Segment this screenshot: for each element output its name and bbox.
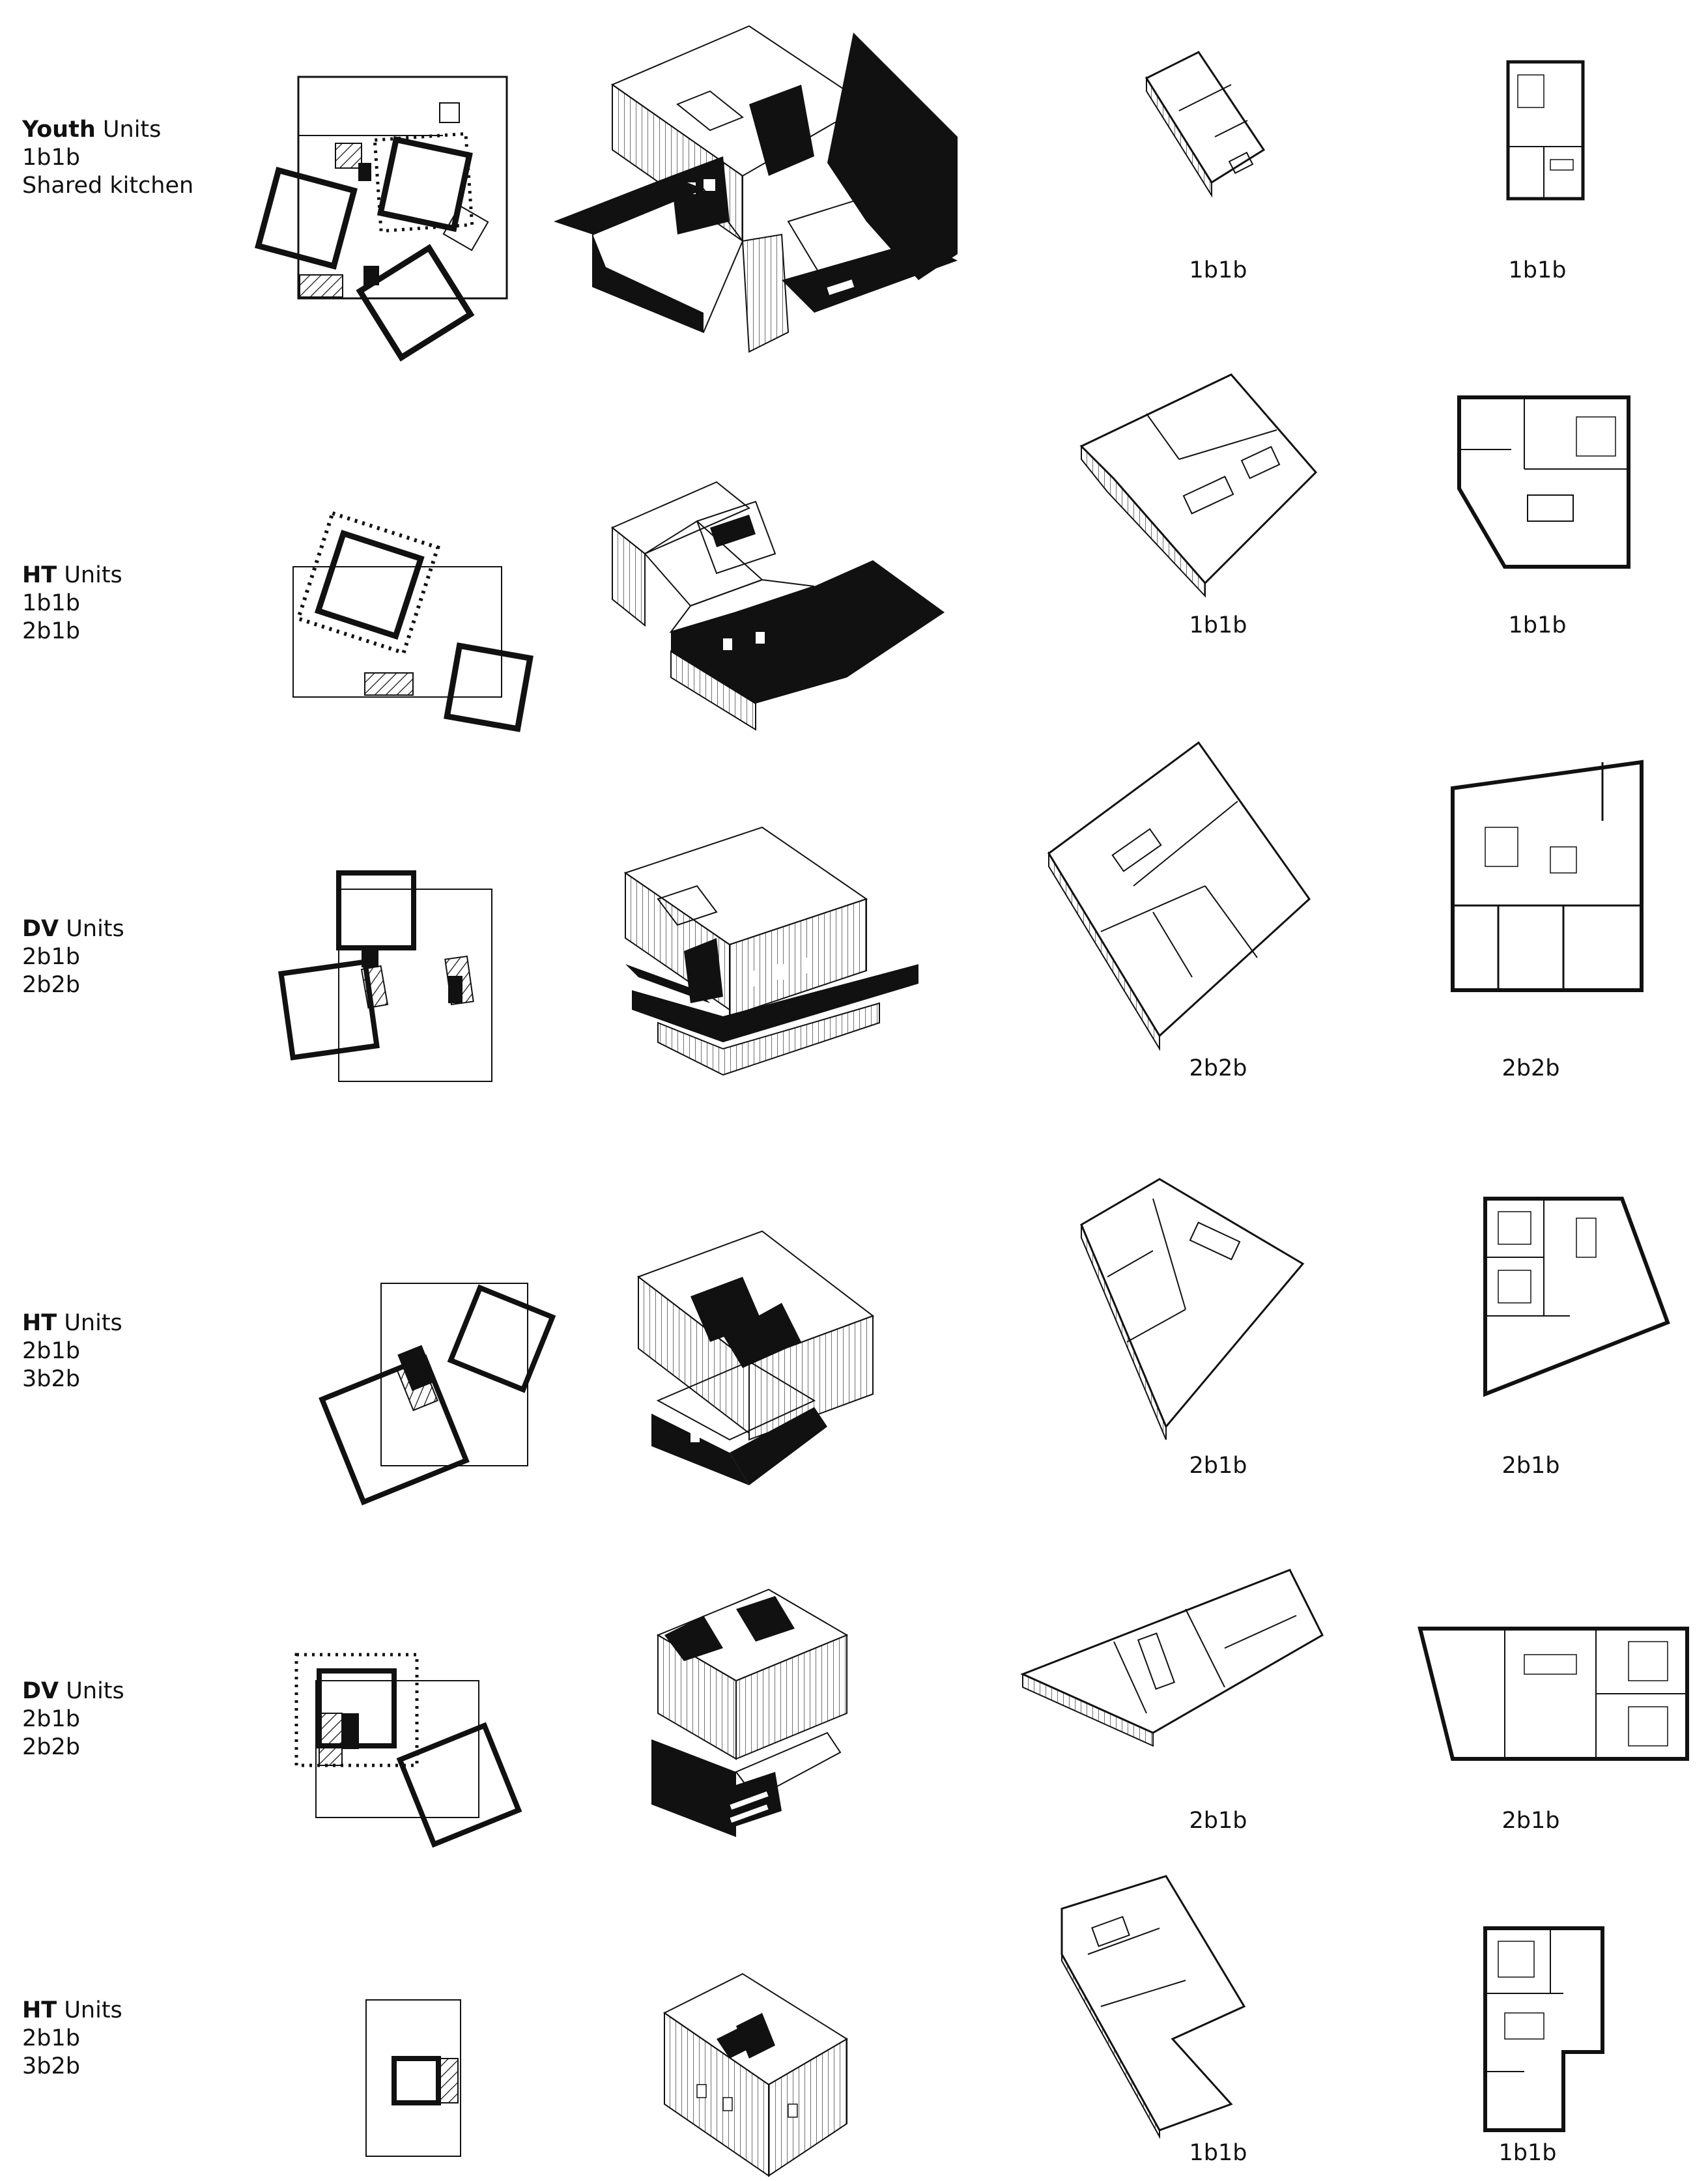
unit-category: DV (22, 1678, 59, 1704)
iso-plan-caption: 2b2b (1189, 1055, 1247, 1081)
floor-plan-icon (1446, 391, 1642, 580)
unit-row-ht-1: HT Units 1b1b 2b1b (0, 365, 1708, 732)
unit-row-dv-1: DV Units 2b1b 2b2b (0, 717, 1708, 1133)
floor-plan-caption: 2b1b (1502, 1808, 1560, 1834)
floor-plan-caption: 1b1b (1508, 612, 1567, 638)
massing-diagram-icon (287, 1642, 547, 1863)
axonometric-building-icon (554, 25, 971, 391)
axonometric-building-icon (619, 826, 932, 1107)
massing-diagram-icon (358, 1993, 469, 2163)
unit-category: HT (22, 1997, 57, 2023)
unit-type-line: 1b1b (22, 145, 80, 171)
unit-type-line: 2b1b (22, 1338, 80, 1364)
unit-type-line: 2b1b (22, 2025, 80, 2051)
unit-row-ht-2: HT Units 2b1b 3b2b (0, 1133, 1708, 1511)
massing-diagram-icon (274, 508, 547, 732)
unit-suffix: Units (64, 1997, 122, 2023)
unit-category: HT (22, 562, 57, 588)
row-label: HT Units 1b1b 2b1b (22, 562, 122, 646)
iso-plan-caption: 1b1b (1189, 257, 1247, 283)
unit-category: DV (22, 916, 59, 942)
row-label: Youth Units 1b1b Shared kitchen (22, 116, 193, 200)
floor-plan-caption: 2b1b (1502, 1453, 1560, 1479)
massing-diagram-icon (274, 860, 508, 1094)
unit-type-line: 2b2b (22, 1734, 80, 1760)
row-label: DV Units 2b1b 2b2b (22, 915, 124, 999)
unit-type-line: 3b2b (22, 1366, 80, 1392)
unit-type-line: 2b1b (22, 944, 80, 970)
isometric-unit-plan-icon (1042, 741, 1316, 1055)
isometric-unit-plan-icon (1075, 1178, 1309, 1453)
unit-category: HT (22, 1310, 57, 1336)
axonometric-building-icon (658, 1973, 853, 2177)
unit-row-youth: Youth Units 1b1b Shared kitchen (0, 0, 1708, 365)
floor-plan-icon (1414, 1622, 1694, 1772)
unit-type-line: 3b2b (22, 2053, 80, 2079)
unit-suffix: Units (66, 1678, 124, 1704)
floor-plan-icon (1472, 1922, 1615, 2137)
row-label: HT Units 2b1b 3b2b (22, 1309, 122, 1393)
isometric-unit-plan-icon (1075, 373, 1322, 598)
unit-type-line: Shared kitchen (22, 173, 194, 199)
isometric-unit-plan-icon (1133, 51, 1277, 235)
floor-plan-icon (1498, 55, 1589, 205)
unit-row-dv-2: DV Units 2b1b 2b2b (0, 1511, 1708, 1850)
unit-suffix: Units (66, 916, 124, 942)
isometric-unit-plan-icon (1055, 1875, 1251, 2139)
massing-diagram-icon (313, 1277, 573, 1511)
axonometric-building-icon (632, 1230, 892, 1518)
floor-plan-caption: 1b1b (1508, 257, 1567, 283)
massing-diagram-icon (254, 65, 528, 365)
iso-plan-caption: 2b1b (1189, 1453, 1247, 1479)
unit-type-line: 2b2b (22, 972, 80, 998)
row-label: DV Units 2b1b 2b2b (22, 1677, 124, 1761)
isometric-unit-plan-icon (1016, 1569, 1329, 1752)
floor-plan-caption: 1b1b (1498, 2140, 1557, 2166)
floor-plan-caption: 2b2b (1502, 1055, 1560, 1081)
iso-plan-caption: 1b1b (1189, 2140, 1247, 2166)
row-label: HT Units 2b1b 3b2b (22, 1997, 122, 2081)
unit-suffix: Units (64, 562, 122, 588)
unit-category: Youth (22, 117, 96, 143)
axonometric-building-icon (651, 1588, 886, 1850)
unit-suffix: Units (102, 117, 162, 143)
floor-plan-icon (1446, 756, 1655, 1003)
unit-row-ht-3: HT Units 2b1b 3b2b (0, 1850, 1708, 2181)
unit-suffix: Units (64, 1310, 122, 1336)
floor-plan-icon (1472, 1192, 1681, 1414)
unit-type-line: 1b1b (22, 590, 80, 616)
unit-type-line: 2b1b (22, 1706, 80, 1732)
iso-plan-caption: 2b1b (1189, 1808, 1247, 1834)
unit-type-line: 2b1b (22, 618, 80, 644)
axonometric-building-icon (606, 481, 971, 743)
iso-plan-caption: 1b1b (1189, 612, 1247, 638)
